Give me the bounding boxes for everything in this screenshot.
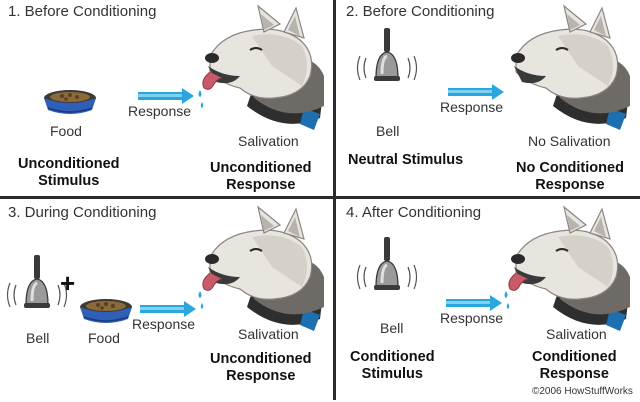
panel-title: 2. Before Conditioning <box>346 3 495 20</box>
conditioned-response-label: Conditioned Response <box>532 349 617 382</box>
bell-icon <box>6 253 68 310</box>
bell-label: Bell <box>26 330 50 346</box>
plus-sign: + <box>60 268 76 298</box>
food-bowl-icon <box>43 89 97 115</box>
salivation-label: Salivation <box>546 326 607 342</box>
bell-label: Bell <box>376 123 400 139</box>
vertical-divider <box>333 0 336 400</box>
salivation-label: Salivation <box>238 133 299 149</box>
unconditioned-response-label: Unconditioned Response <box>210 351 312 384</box>
food-label: Food <box>50 123 82 139</box>
panel-before-conditioning-1: 1. Before Conditioning Food Response Sal… <box>0 0 333 196</box>
response-label: Response <box>440 310 504 326</box>
conditioned-stimulus-label: Conditioned Stimulus <box>350 349 435 382</box>
bell-icon <box>356 235 418 292</box>
panel-during-conditioning: 3. During Conditioning + Bell Food Respo… <box>0 199 333 402</box>
response-arrow-icon <box>446 295 502 311</box>
panel-title: 4. After Conditioning <box>346 204 482 221</box>
response-arrow-icon <box>140 301 196 317</box>
copyright-text: ©2006 HowStuffWorks <box>532 386 633 397</box>
unconditioned-stimulus-label: Unconditioned Stimulus <box>18 156 120 189</box>
dog-no-salivation-icon <box>510 5 631 131</box>
response-label: Response <box>440 99 504 115</box>
panel-after-conditioning: 4. After Conditioning Bell Response Sali… <box>336 199 640 402</box>
response-arrow-icon <box>138 88 194 104</box>
response-label: Response <box>128 103 192 119</box>
dog-salivating-icon <box>198 5 325 131</box>
food-bowl-icon <box>79 298 133 324</box>
food-label: Food <box>88 330 120 346</box>
panel-title: 1. Before Conditioning <box>8 3 157 20</box>
no-conditioned-response-label: No Conditioned Response <box>516 160 624 193</box>
bell-icon <box>356 26 418 83</box>
dog-salivating-icon <box>198 206 325 332</box>
dog-salivating-icon <box>504 206 631 332</box>
panel-before-conditioning-2: 2. Before Conditioning Bell Response No … <box>336 0 640 196</box>
unconditioned-response-label: Unconditioned Response <box>210 160 312 193</box>
horizontal-divider <box>0 196 640 199</box>
salivation-label: Salivation <box>238 326 299 342</box>
response-label: Response <box>132 316 196 332</box>
neutral-stimulus-label: Neutral Stimulus <box>348 152 464 168</box>
no-salivation-label: No Salivation <box>528 133 611 149</box>
bell-label: Bell <box>380 320 404 336</box>
response-arrow-icon <box>448 84 504 100</box>
panel-title: 3. During Conditioning <box>8 204 157 221</box>
